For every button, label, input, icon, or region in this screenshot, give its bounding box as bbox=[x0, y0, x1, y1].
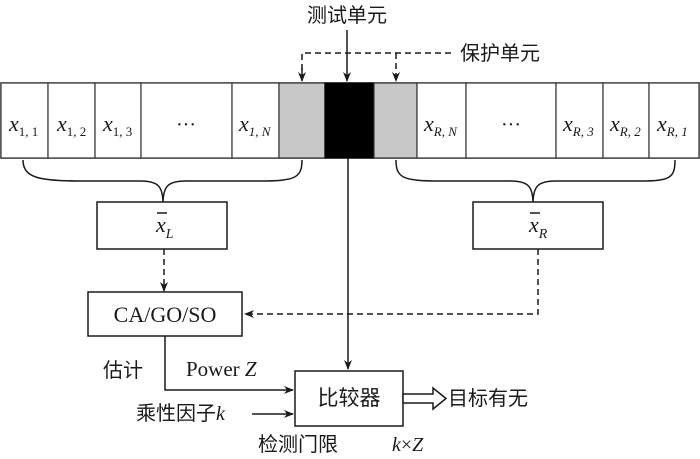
test-cell bbox=[324, 82, 375, 159]
left-reference-cells bbox=[0, 82, 280, 159]
cell-label: x1, 1 bbox=[8, 111, 38, 139]
power-z-label: Power Z bbox=[186, 357, 257, 381]
left-mean-label: xL bbox=[155, 212, 174, 242]
cell-right-ellipsis bbox=[465, 82, 557, 159]
guard-cell-label: 保护单元 bbox=[460, 41, 540, 65]
output-arrow bbox=[402, 386, 448, 411]
estimate-label: 估计 bbox=[103, 358, 143, 382]
comparator-box bbox=[294, 370, 404, 427]
cell-right-2 bbox=[602, 82, 650, 159]
reference-cell-strip: x1, 1 x1, 2 x1, 3 ··· x1, N xR, N ··· xR… bbox=[0, 82, 700, 159]
guard-cell-right bbox=[373, 82, 418, 159]
cell-left-3 bbox=[94, 82, 142, 159]
left-brace bbox=[22, 159, 303, 205]
right-brace bbox=[395, 159, 676, 205]
threshold-label: 检测门限 bbox=[258, 432, 338, 456]
cell-ellipsis: ··· bbox=[501, 114, 521, 136]
cell-label: x1, 3 bbox=[102, 111, 132, 139]
guard-cell-left bbox=[278, 82, 326, 159]
cfar-selector-label: CA/GO/SO bbox=[114, 302, 217, 327]
right-mean-to-cfar-arrow bbox=[244, 249, 539, 318]
multiplier-label: 乘性因子k bbox=[136, 401, 226, 425]
test-cell-label: 测试单元 bbox=[307, 3, 387, 27]
cell-label: x1, N bbox=[238, 111, 272, 139]
cell-label: x1, 2 bbox=[56, 111, 86, 139]
threshold-expression: k×Z bbox=[392, 434, 424, 456]
power-z-arrow bbox=[164, 336, 294, 394]
cell-label: xR, 2 bbox=[609, 111, 641, 139]
cell-left-2 bbox=[47, 82, 96, 159]
cell-label: xR, 3 bbox=[562, 111, 594, 139]
cell-label: xR, N bbox=[423, 111, 458, 139]
cell-label: xR, 1 bbox=[656, 111, 688, 139]
cell-ellipsis: ··· bbox=[176, 114, 196, 136]
comparator-label: 比较器 bbox=[318, 386, 381, 410]
cell-right-n bbox=[416, 82, 467, 159]
target-presence-label: 目标有无 bbox=[448, 386, 528, 410]
cfar-selector-box bbox=[87, 291, 243, 337]
cell-right-1 bbox=[648, 82, 700, 159]
cell-left-ellipsis bbox=[140, 82, 233, 159]
cell-left-1 bbox=[0, 82, 49, 159]
right-mean-label: xR bbox=[528, 212, 548, 242]
guard-cell-dashed-line bbox=[301, 52, 455, 80]
right-reference-cells bbox=[416, 82, 700, 159]
left-mean-box bbox=[96, 201, 228, 250]
cell-right-3 bbox=[555, 82, 604, 159]
right-mean-box bbox=[472, 201, 604, 250]
